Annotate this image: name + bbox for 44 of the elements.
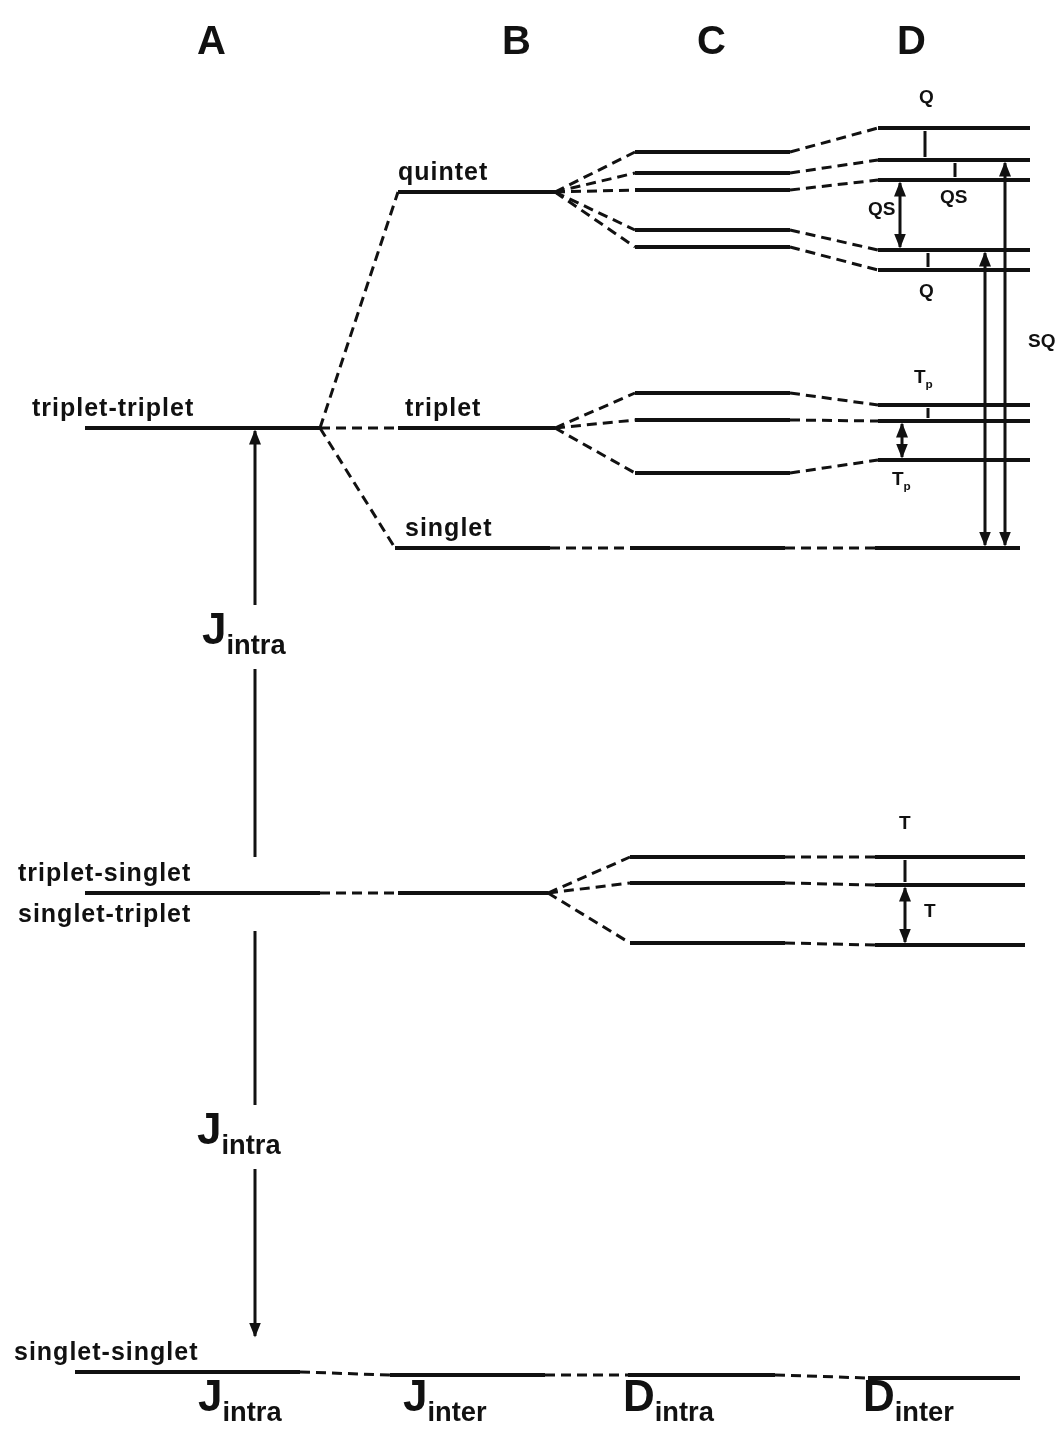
correlation-line	[789, 158, 879, 175]
column-heading: C	[697, 18, 726, 62]
edge-label: J$_{intra}$	[195, 1105, 283, 1169]
correlation-line	[789, 245, 879, 272]
coupling-line	[923, 131, 927, 157]
level-label: singlet-singlet	[14, 1336, 199, 1366]
correlation-line	[784, 881, 876, 887]
edge-label: J$_{intra}$	[200, 605, 288, 669]
correlation-line	[784, 941, 876, 947]
level-label: triplet-singlet	[18, 857, 192, 887]
correlation-line	[318, 191, 400, 429]
transition-arrow	[896, 422, 908, 459]
correlation-line	[790, 418, 878, 423]
coupling-line	[903, 860, 907, 882]
correlation-line	[789, 178, 879, 192]
axis-label: D$_{inter}$	[863, 1372, 954, 1429]
correlation-line	[785, 546, 875, 550]
axis-label: J$_{inter}$	[403, 1372, 487, 1429]
axis-label: D$_{intra}$	[623, 1372, 714, 1429]
correlation-line	[789, 391, 879, 407]
level-label: quintet	[398, 156, 489, 186]
column-heading: A	[197, 18, 226, 62]
transition-arrow	[899, 886, 911, 944]
correlation-line	[547, 881, 631, 895]
level-label: triplet-triplet	[32, 392, 195, 422]
transition-arrow	[979, 251, 991, 547]
correlation-line	[789, 458, 879, 475]
coupling-line	[926, 408, 930, 418]
correlation-line	[785, 855, 875, 859]
coupling-line	[926, 253, 930, 267]
column-heading: D	[897, 18, 926, 62]
level-label: singlet	[405, 512, 493, 542]
correlation-line	[789, 126, 879, 154]
correlation-line	[554, 426, 636, 475]
correlation-line	[299, 1370, 391, 1377]
axis-label: J$_{intra}$	[198, 1372, 282, 1429]
transition-arrow	[999, 161, 1011, 547]
coupling-line	[953, 163, 957, 177]
level-label: triplet	[405, 392, 482, 422]
level-label: singlet-triplet	[18, 898, 192, 928]
correlation-line	[789, 228, 879, 252]
column-heading: B	[502, 18, 531, 62]
transition-arrow	[894, 181, 906, 249]
correlation-line	[545, 1373, 628, 1377]
